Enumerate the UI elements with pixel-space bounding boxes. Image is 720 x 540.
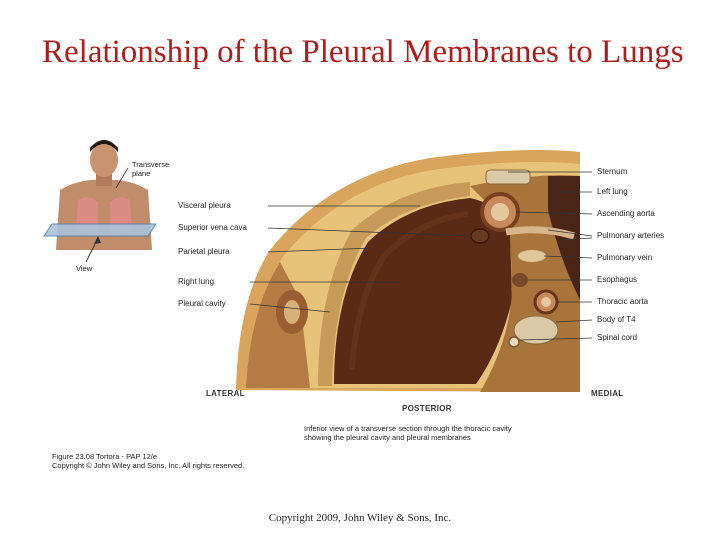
slide-title: Relationship of the Pleural Membranes to…: [42, 34, 684, 70]
transverse-plane: [43, 223, 157, 237]
label-esophagus: Esophagus: [597, 275, 638, 284]
hair-shape: [90, 140, 118, 152]
figure-credit-line-1: Figure 23.08 Tortora - PAP 12/e: [52, 452, 158, 461]
inset-label-transverse-2: plane: [132, 169, 151, 178]
pulmonary-vein: [518, 250, 546, 262]
transverse-leader: [115, 167, 129, 189]
figure-credit-line-2: Copyright © John Wiley and Sons, Inc. Al…: [52, 461, 245, 470]
label-thoracic-aorta: Thoracic aorta: [597, 297, 649, 306]
label-right-lung: Right lung: [178, 277, 215, 286]
label-pleural-cavity: Pleural cavity: [178, 299, 226, 308]
figure-caption: Inferior view of a transverse section th…: [304, 424, 512, 442]
label-sternum: Sternum: [597, 167, 628, 176]
ascending-aorta-lumen: [491, 203, 509, 221]
label-parietal-pleura: Parietal pleura: [178, 247, 230, 256]
right-leader-lines: [508, 171, 593, 341]
label-pulmonary-vein: Pulmonary vein: [597, 253, 653, 262]
view-arrow-head: [94, 236, 101, 244]
label-body-of-t4: Body of T4: [597, 315, 636, 324]
right-lung-texture: [349, 211, 469, 371]
label-left-lung: Left lung: [597, 187, 628, 196]
slide-footer: Copyright 2009, John Wiley & Sons, Inc.: [268, 512, 452, 524]
figure-credit: Figure 23.08 Tortora - PAP 12/e Copyrigh…: [52, 452, 244, 470]
thoracic-aorta-lumen: [541, 297, 551, 307]
label-ascending-aorta: Ascending aorta: [597, 209, 655, 218]
inset-label-view: View: [76, 264, 93, 273]
head-shape: [90, 143, 118, 177]
vertebral-body: [513, 315, 559, 345]
inset-label-transverse-1: Transverse: [132, 160, 170, 169]
label-pulmonary-arteries: Pulmonary arteries: [597, 231, 665, 240]
label-spinal-cord: Spinal cord: [597, 333, 638, 342]
orientation-posterior: POSTERIOR: [402, 404, 452, 413]
orientation-medial: MEDIAL: [591, 389, 624, 398]
rib-marrow: [284, 300, 300, 324]
pleural-cavity-band: [318, 182, 470, 386]
superior-vena-cava: [470, 228, 490, 244]
pulmonary-arteries: [505, 226, 575, 240]
sternum: [485, 169, 531, 185]
label-visceral-pleura: Visceral pleura: [178, 201, 231, 210]
spinal-cord: [508, 336, 520, 348]
esophagus: [512, 273, 528, 287]
left-leader-lines: [249, 205, 473, 313]
right-lung: [334, 198, 512, 384]
orientation-lateral: LATERAL: [206, 389, 245, 398]
left-lung: [548, 176, 580, 300]
figure-caption-line-2: showing the pleural cavity and pleural m…: [304, 433, 471, 442]
figure-caption-line-1: Inferior view of a transverse section th…: [304, 424, 512, 433]
label-superior-vena-cava: Superior vena cava: [178, 223, 247, 232]
